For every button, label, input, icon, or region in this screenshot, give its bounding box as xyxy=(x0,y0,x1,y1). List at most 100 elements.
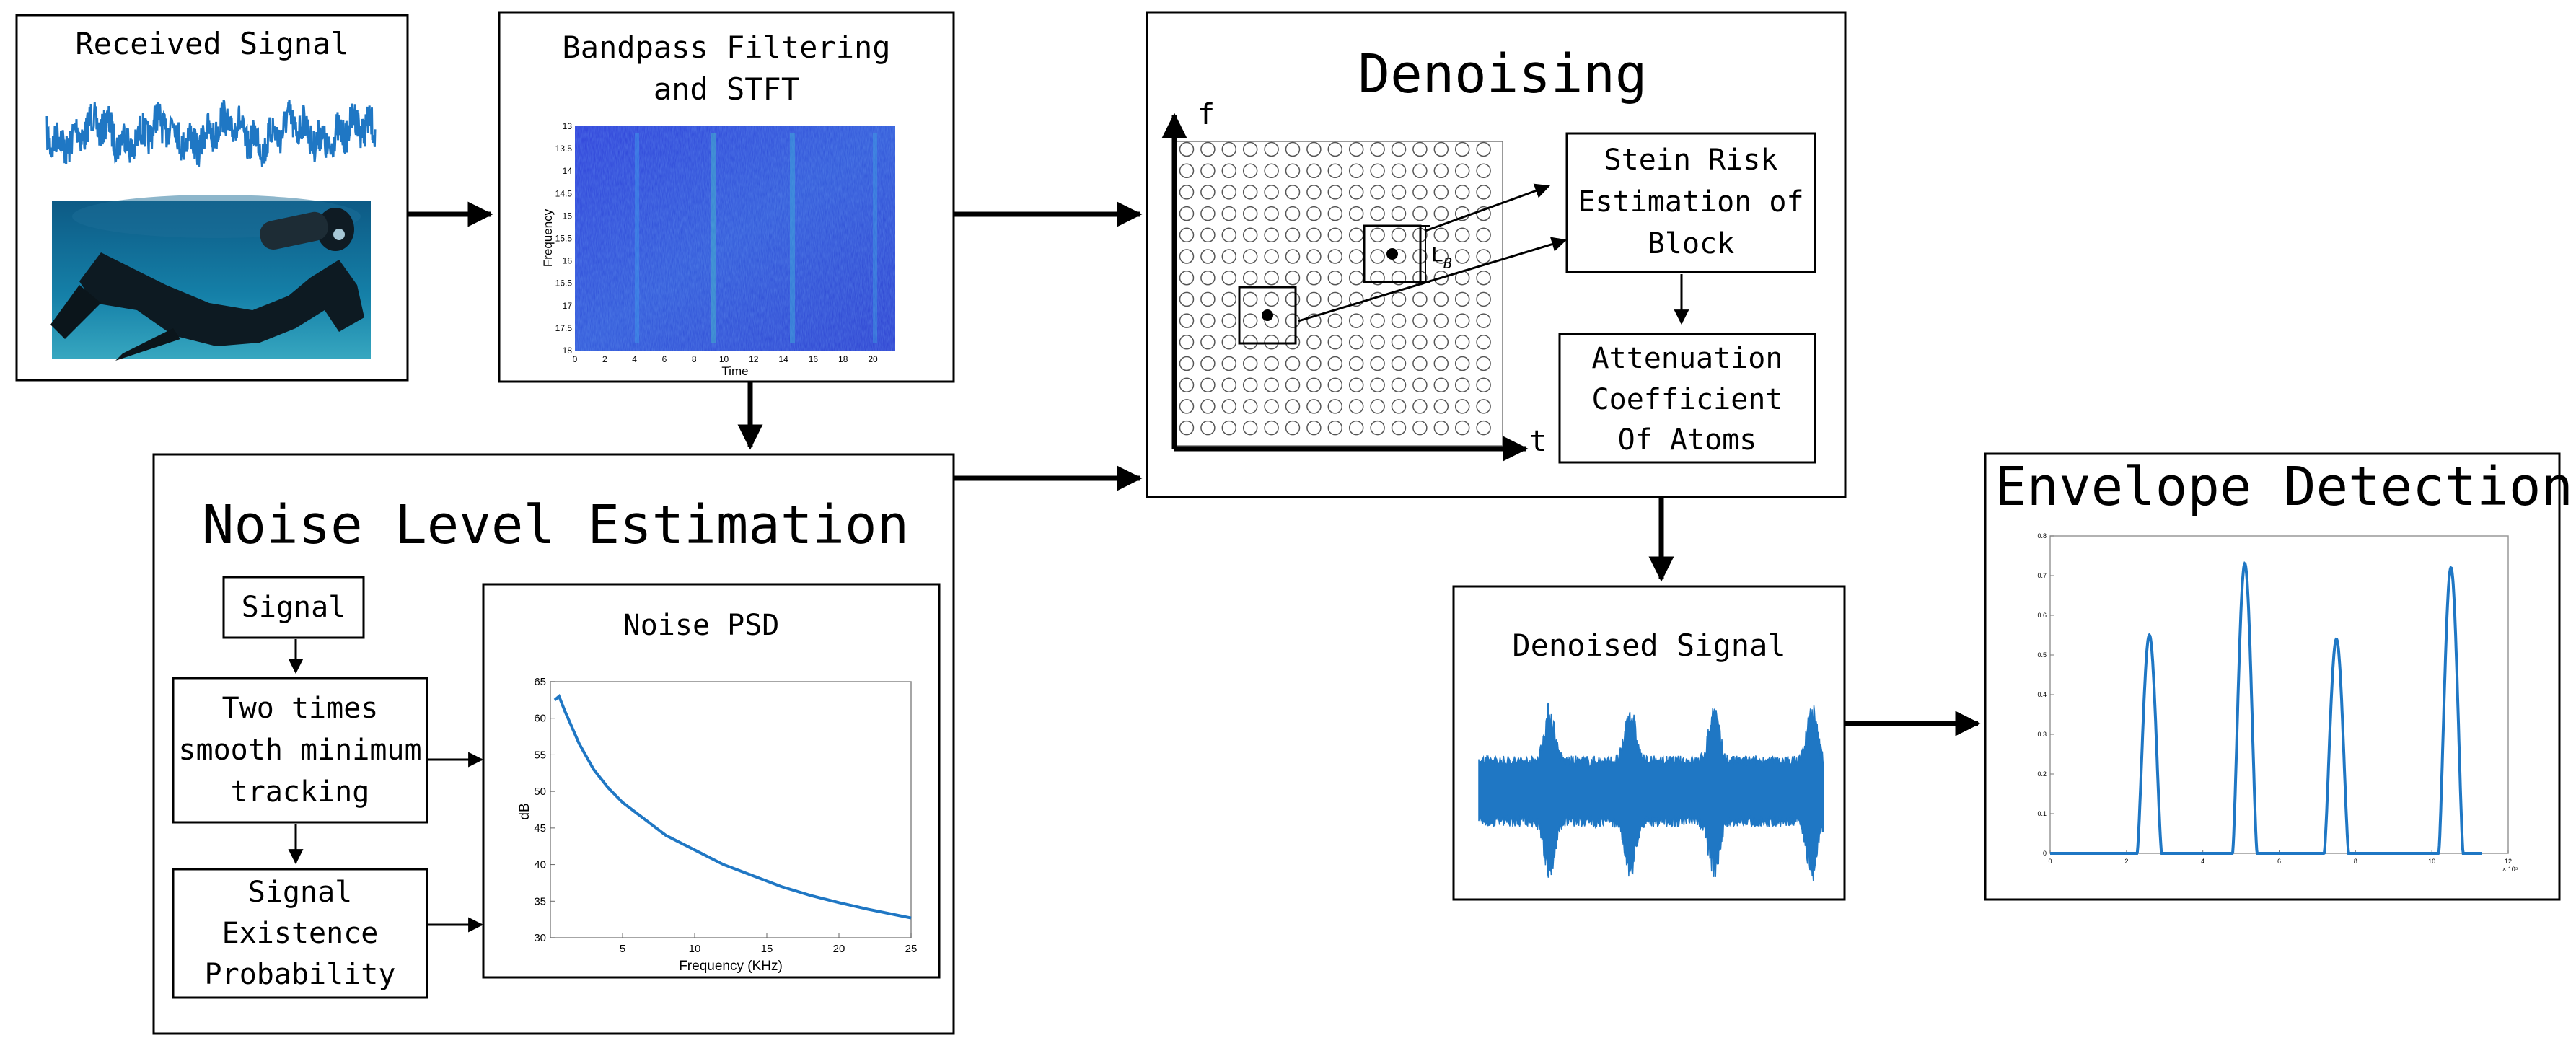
atom xyxy=(1200,313,1216,328)
atom xyxy=(1285,206,1301,221)
spectrogram-y-tick: 17 xyxy=(563,301,573,311)
spectrogram-y-tick: 17.5 xyxy=(555,323,573,333)
denoised-title: Denoised Signal xyxy=(1512,628,1785,663)
smooth-line1: Two times xyxy=(222,692,379,725)
psd-y-tick: 50 xyxy=(534,786,546,798)
atom xyxy=(1306,399,1322,414)
atom xyxy=(1412,335,1428,350)
atom xyxy=(1476,291,1491,307)
psd-ylabel: dB xyxy=(517,803,532,819)
spectrogram-x-tick: 2 xyxy=(602,354,607,364)
block-small-center xyxy=(1262,309,1273,321)
atom xyxy=(1179,249,1195,264)
envelope-y-tick: 0.8 xyxy=(2037,532,2047,540)
atom xyxy=(1306,249,1322,264)
atom xyxy=(1476,249,1491,264)
atom xyxy=(1433,185,1449,200)
stein-line2: Estimation of xyxy=(1578,185,1803,219)
envelope-x-tick: 8 xyxy=(2354,858,2357,865)
atom xyxy=(1327,420,1343,436)
atom xyxy=(1200,335,1216,350)
atom xyxy=(1454,420,1470,436)
atom xyxy=(1200,185,1216,200)
atten-line3: Of Atoms xyxy=(1618,423,1757,457)
atom xyxy=(1221,185,1237,200)
atom xyxy=(1179,163,1195,178)
atom xyxy=(1264,163,1279,178)
atten-line2: Coefficient xyxy=(1592,383,1783,416)
atom xyxy=(1391,356,1407,371)
atom xyxy=(1306,356,1322,371)
smooth-tracking-box xyxy=(172,677,428,824)
atom xyxy=(1476,227,1491,243)
atom xyxy=(1306,313,1322,328)
atom xyxy=(1391,227,1407,243)
bandpass-title-line1: Bandpass Filtering xyxy=(562,30,890,65)
spectrogram-x-tick: 10 xyxy=(719,354,729,364)
spectrogram-y-tick: 16.5 xyxy=(555,278,573,289)
envelope-y-tick: 0 xyxy=(2043,850,2047,857)
atom xyxy=(1242,356,1258,371)
atom xyxy=(1306,227,1322,243)
psd-x-tick: 25 xyxy=(905,943,918,955)
spectrogram-y-tick: 13 xyxy=(563,121,573,131)
psd-y-tick: 60 xyxy=(534,713,546,725)
atom xyxy=(1454,227,1470,243)
atom xyxy=(1433,291,1449,307)
atom xyxy=(1327,249,1343,264)
atom xyxy=(1242,399,1258,414)
atom xyxy=(1327,206,1343,221)
envelope-x-tick: 12 xyxy=(2505,858,2512,865)
atom xyxy=(1348,335,1364,350)
atom xyxy=(1285,163,1301,178)
envelope-title: Envelope Detection xyxy=(1995,456,2573,518)
atom xyxy=(1264,335,1279,350)
atom xyxy=(1391,420,1407,436)
atom xyxy=(1285,270,1301,286)
atom xyxy=(1412,185,1428,200)
atom xyxy=(1412,377,1428,392)
atom xyxy=(1348,356,1364,371)
atom xyxy=(1412,420,1428,436)
prob-line2: Existence xyxy=(222,917,379,950)
atom xyxy=(1200,249,1216,264)
atom xyxy=(1412,141,1428,157)
atom xyxy=(1391,335,1407,350)
atom xyxy=(1370,420,1385,436)
atom xyxy=(1391,313,1407,328)
atom xyxy=(1221,206,1237,221)
atom xyxy=(1242,335,1258,350)
atom xyxy=(1285,291,1301,307)
envelope-series-line xyxy=(2050,560,2482,855)
psd-xlabel: Frequency (KHz) xyxy=(679,959,783,974)
envelope-y-tick: 0.2 xyxy=(2037,770,2047,778)
spectrogram-y-tick: 14.5 xyxy=(555,188,573,198)
atom xyxy=(1348,206,1364,221)
psd-x-tick: 10 xyxy=(689,943,701,955)
received-signal-panel: Received Signal xyxy=(15,14,409,382)
atom xyxy=(1476,185,1491,200)
atom xyxy=(1327,141,1343,157)
atom xyxy=(1391,141,1407,157)
atom xyxy=(1348,163,1364,178)
atom xyxy=(1285,185,1301,200)
atom xyxy=(1242,141,1258,157)
atom xyxy=(1476,399,1491,414)
spectrogram-y-tick: 15 xyxy=(563,211,573,221)
atom xyxy=(1221,420,1237,436)
atom xyxy=(1412,163,1428,178)
received-waveform xyxy=(45,100,377,167)
atom xyxy=(1454,291,1470,307)
atom xyxy=(1264,399,1279,414)
atom xyxy=(1370,377,1385,392)
psd-y-tick: 40 xyxy=(534,859,546,871)
stein-line1: Stein Risk xyxy=(1604,144,1778,177)
atom xyxy=(1264,206,1279,221)
atom xyxy=(1391,185,1407,200)
atom xyxy=(1242,420,1258,436)
atom xyxy=(1179,206,1195,221)
atom xyxy=(1285,399,1301,414)
